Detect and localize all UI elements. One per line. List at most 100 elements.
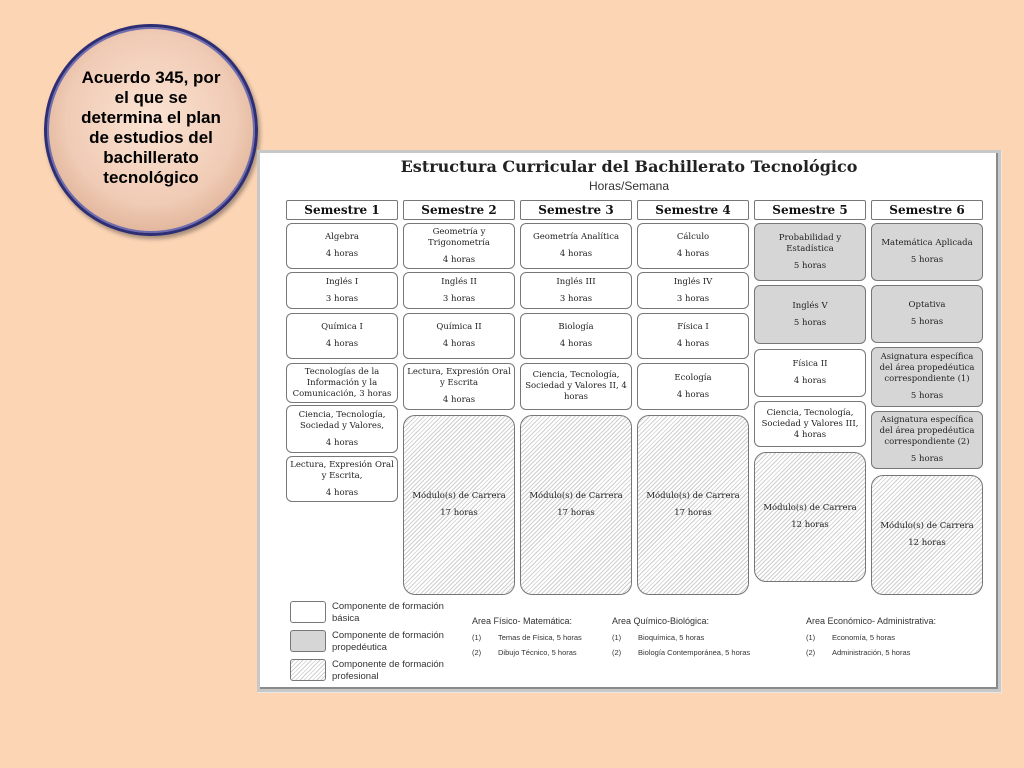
subject-cell: Geometría y Trigonometría 4 horas xyxy=(403,223,515,269)
area-item-number: (2) xyxy=(612,648,622,657)
subject-name: Módulo(s) de Carrera xyxy=(646,491,740,501)
subject-name: Química I xyxy=(321,322,363,332)
subject-cell: Inglés III 3 horas xyxy=(520,272,632,309)
area-item-text: Temas de Física, 5 horas xyxy=(498,633,582,642)
subject-name: Física I xyxy=(677,322,709,332)
subject-hours: 5 horas xyxy=(793,260,827,271)
subject-cell: Algebra 4 horas xyxy=(286,223,398,269)
semester-header-6: Semestre 6 xyxy=(871,200,983,220)
subject-name: Módulo(s) de Carrera xyxy=(763,503,857,513)
subject-cell: Módulo(s) de Carrera 12 horas xyxy=(754,452,866,582)
subject-name: Optativa xyxy=(908,300,946,310)
subject-cell: Física I 4 horas xyxy=(637,313,749,359)
area-title: Area Químico-Biológica: xyxy=(612,616,710,626)
subject-name: Física II xyxy=(792,359,828,369)
subject-name: Lectura, Expresión Oral y Escrita, xyxy=(290,459,394,481)
subject-hours: 4 horas xyxy=(676,389,710,400)
subject-hours: 4 horas xyxy=(676,249,710,259)
area-item: (2) Biología Contemporánea, 5 horas xyxy=(612,648,750,657)
area-item-text: Biología Contemporánea, 5 horas xyxy=(638,648,751,657)
area-item-number: (1) xyxy=(612,633,622,642)
subject-name: Geometría Analítica xyxy=(532,232,620,242)
subject-cell: Inglés IV 3 horas xyxy=(637,272,749,309)
subject-hours: 5 horas xyxy=(793,317,827,328)
legend-label: Componente de formación profesional xyxy=(332,659,444,682)
subject-name: Biología xyxy=(558,322,594,332)
subject-hours: 5 horas xyxy=(910,454,944,464)
subject-name: Ciencia, Tecnología, Sociedad y Valores, xyxy=(298,409,386,431)
area-item: (2) Administración, 5 horas xyxy=(806,648,910,657)
subject-name: Ciencia, Tecnología, Sociedad y Valores … xyxy=(761,407,859,440)
legend-swatch-propedeutica xyxy=(290,630,326,652)
subject-cell: Lectura, Expresión Oral y Escrita 4 hora… xyxy=(403,363,515,410)
area-item-text: Dibujo Técnico, 5 horas xyxy=(498,648,577,657)
subject-cell: Asignatura específica del área propedéut… xyxy=(871,347,983,407)
chart-subtitle: Horas/Semana xyxy=(588,179,670,193)
area-item-text: Economía, 5 horas xyxy=(832,633,895,642)
title-badge: Acuerdo 345, por el que se determina el … xyxy=(44,24,258,236)
subject-cell: Cálculo 4 horas xyxy=(637,223,749,269)
subject-cell: Módulo(s) de Carrera 17 horas xyxy=(403,415,515,595)
subject-name: Inglés III xyxy=(556,276,596,287)
subject-cell: Lectura, Expresión Oral y Escrita, 4 hor… xyxy=(286,456,398,502)
legend-label: Componente de formación básica xyxy=(332,601,444,624)
subject-name: Ecología xyxy=(674,372,712,383)
area-item-text: Administración, 5 horas xyxy=(832,648,911,657)
subject-cell: Optativa 5 horas xyxy=(871,285,983,343)
subject-name: Inglés IV xyxy=(673,276,713,287)
subject-hours: 4 horas xyxy=(442,254,476,265)
subject-cell: Probabilidad y Estadística 5 horas xyxy=(754,223,866,281)
legend-swatch-profesional xyxy=(290,659,326,681)
subject-cell: Geometría Analítica 4 horas xyxy=(520,223,632,269)
subject-cell: Física II 4 horas xyxy=(754,349,866,397)
chart-title: Estructura Curricular del Bachillerato T… xyxy=(400,157,858,176)
semester-header-2: Semestre 2 xyxy=(403,200,515,220)
subject-hours: 17 horas xyxy=(440,508,478,518)
subject-hours: 17 horas xyxy=(557,508,595,518)
subject-cell: Química I 4 horas xyxy=(286,313,398,359)
semester-header-1: Semestre 1 xyxy=(286,200,398,220)
area-item-number: (2) xyxy=(806,648,816,657)
semester-header-3: Semestre 3 xyxy=(520,200,632,220)
subject-name: Matemática Aplicada xyxy=(881,238,973,248)
subject-name: Asignatura específica del área propedéut… xyxy=(879,415,975,447)
subject-cell: Inglés II 3 horas xyxy=(403,272,515,309)
subject-cell: Biología 4 horas xyxy=(520,313,632,359)
subject-name: Tecnologías de la Información y la Comun… xyxy=(292,366,392,399)
subject-cell: Módulo(s) de Carrera 17 horas xyxy=(520,415,632,595)
subject-name: Módulo(s) de Carrera xyxy=(529,491,623,501)
subject-cell: Módulo(s) de Carrera 12 horas xyxy=(871,475,983,595)
subject-hours: 4 horas xyxy=(325,487,359,498)
semester-header-4: Semestre 4 xyxy=(637,200,749,220)
area-item: (1) Temas de Física, 5 horas xyxy=(472,633,582,642)
area-item-number: (1) xyxy=(806,633,816,642)
subject-hours: 4 horas xyxy=(559,249,593,259)
subject-name: Inglés II xyxy=(441,276,477,287)
subject-name: Algebra xyxy=(325,232,359,242)
subject-name: Ciencia, Tecnología, Sociedad y Valores … xyxy=(525,370,627,402)
subject-cell: Ciencia, Tecnología, Sociedad y Valores … xyxy=(754,401,866,447)
subject-hours: 4 horas xyxy=(325,249,359,259)
subject-hours: 4 horas xyxy=(442,395,476,405)
curriculum-chart: Estructura Curricular del Bachillerato T… xyxy=(257,150,1001,692)
subject-name: Geometría y Trigonometría xyxy=(428,226,490,248)
subject-hours: 4 horas xyxy=(325,339,359,349)
subject-hours: 5 horas xyxy=(910,391,944,401)
legend-swatch-basica xyxy=(290,601,326,623)
subject-cell: Ecología 4 horas xyxy=(637,363,749,410)
area-item-number: (1) xyxy=(472,633,482,642)
subject-cell: Química II 4 horas xyxy=(403,313,515,359)
subject-cell: Tecnologías de la Información y la Comun… xyxy=(286,363,398,403)
subject-hours: 4 horas xyxy=(793,376,827,386)
semester-header-5: Semestre 5 xyxy=(754,200,866,220)
subject-name: Inglés I xyxy=(325,276,359,287)
subject-hours: 12 horas xyxy=(791,520,829,530)
subject-name: Química II xyxy=(436,322,482,332)
legend-label: Componente de formación propedéutica xyxy=(332,630,444,653)
subject-hours: 3 horas xyxy=(559,293,593,304)
subject-hours: 3 horas xyxy=(325,293,359,304)
subject-hours: 4 horas xyxy=(325,437,359,448)
area-item-text: Bioquímica, 5 horas xyxy=(638,633,705,642)
subject-cell: Asignatura específica del área propedéut… xyxy=(871,411,983,469)
subject-hours: 4 horas xyxy=(559,339,593,349)
